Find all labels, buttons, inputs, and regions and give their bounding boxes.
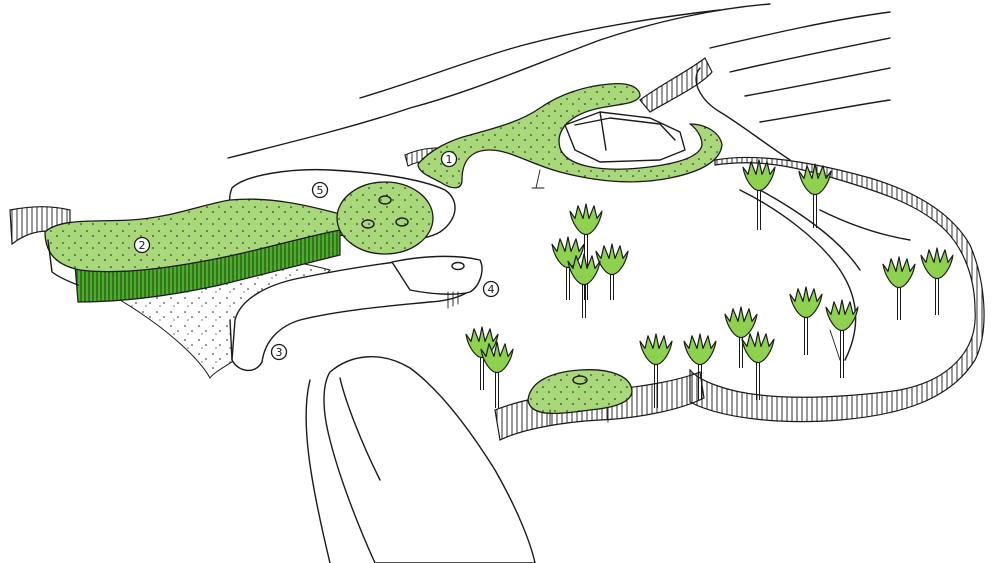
marker-5: 5 — [311, 181, 329, 199]
marker-1-label: 1 — [446, 153, 453, 166]
marker-4-label: 4 — [488, 283, 495, 296]
tree-group — [465, 159, 954, 408]
tree — [683, 333, 717, 400]
green-island — [527, 369, 633, 426]
green-pod — [336, 181, 434, 255]
tree — [639, 333, 673, 408]
platform-4 — [391, 255, 483, 309]
green-lawn-2 — [44, 198, 341, 303]
tree — [920, 247, 954, 315]
ramp — [305, 356, 536, 563]
tree — [741, 331, 775, 400]
tree — [882, 256, 916, 320]
marker-2-label: 2 — [139, 239, 146, 252]
tree — [742, 159, 776, 230]
marker-3: 3 — [270, 343, 288, 361]
tree — [595, 243, 629, 300]
tree — [798, 163, 832, 228]
garden-paths — [739, 189, 911, 361]
tree — [825, 299, 859, 378]
marker-1: 1 — [440, 150, 458, 168]
marker-3-label: 3 — [276, 346, 283, 359]
marker-4: 4 — [482, 280, 500, 298]
green-ribbon-1 — [417, 82, 723, 189]
tree — [789, 286, 823, 355]
marker-2: 2 — [133, 236, 151, 254]
tree — [567, 253, 601, 318]
tree — [480, 341, 514, 408]
tree — [569, 203, 603, 300]
marker-5-label: 5 — [317, 184, 324, 197]
